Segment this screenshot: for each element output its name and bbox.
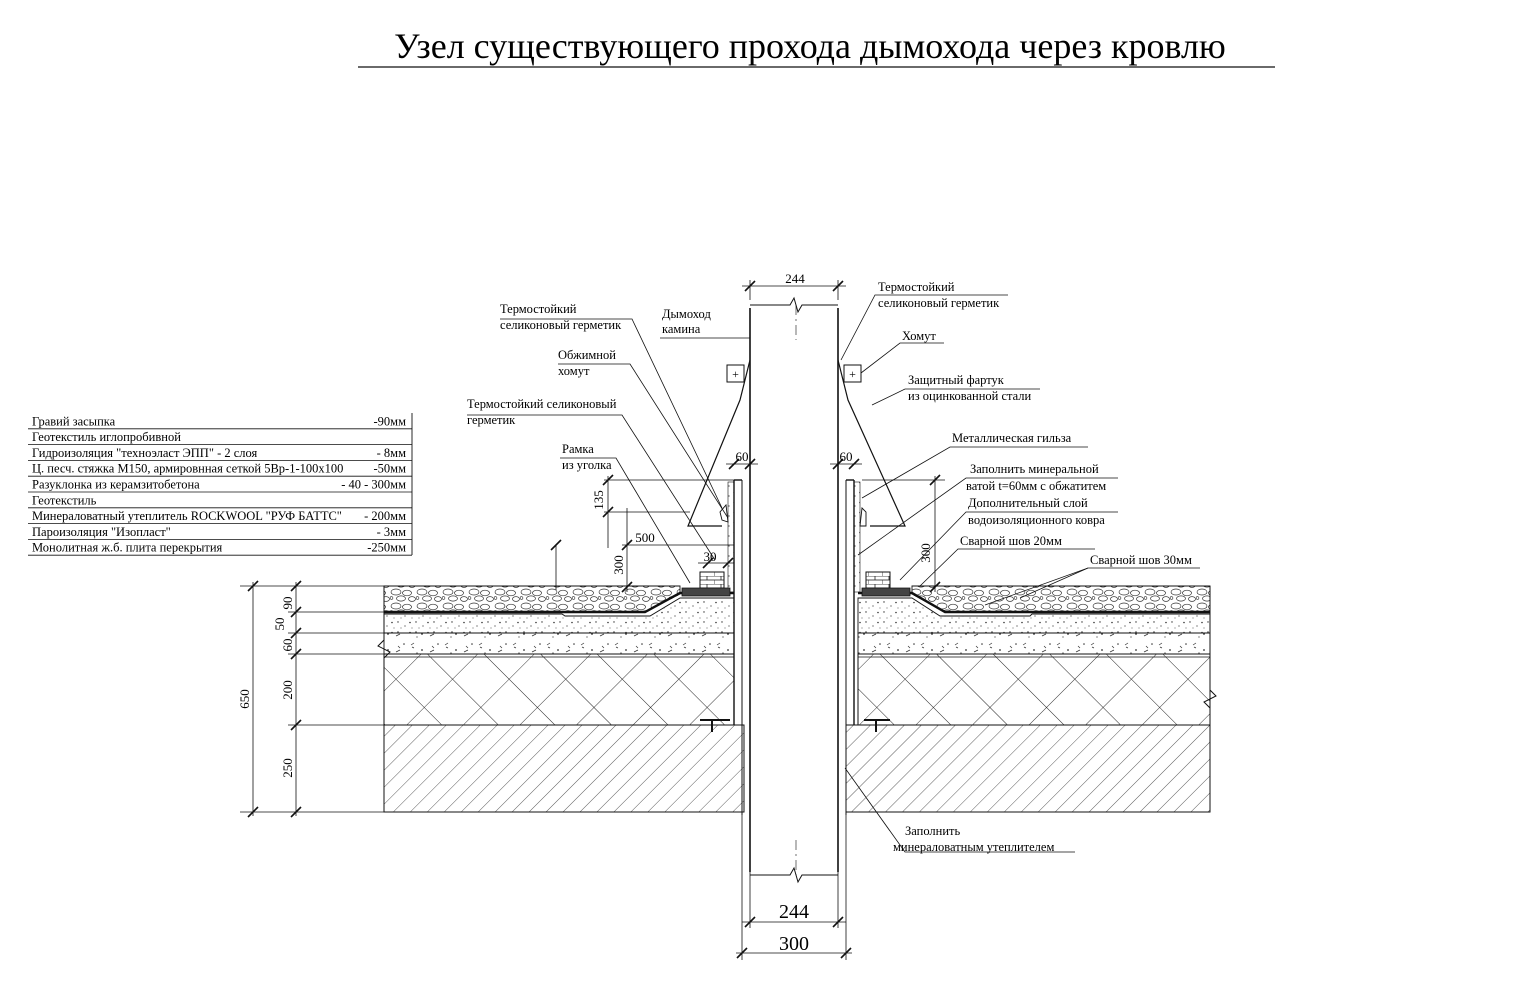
left-dimension-chain [240,580,384,818]
label-weld-30: Сварной шов 30мм [1090,553,1192,567]
dim-300-bottom: 300 [779,933,809,955]
screed-left [383,597,735,634]
angle-frame-right [861,571,911,597]
label-frame-line2: из уголка [562,458,612,472]
legend-layer-name: Гидроизоляция "техноэласт ЭПП" - 2 слоя [32,446,258,460]
label-sleeve: Металлическая гильза [952,431,1072,445]
dim-500: 500 [635,530,655,545]
legend-layer-name: Геотекстиль иглопробивной [32,430,181,444]
label-apron-line1: Защитный фартук [908,373,1005,387]
roof-section-right [845,585,1217,813]
legend-layer-name: Гравий засыпка [32,414,116,428]
legend-layer-name: Разуклонка из керамзитобетона [32,478,200,492]
dim-244-top: 244 [785,271,805,286]
label-fill-bottom-line1: Заполнить [905,824,960,838]
legend-layer-name: Ц. песч. стяжка М150, армировнная сеткой… [32,462,343,476]
label-clamp-left-line1: Обжимной [558,348,616,362]
dim-60-right: 60 [840,449,853,464]
wool-fill-left [727,481,735,593]
claydite-concrete-right [857,632,1211,655]
legend-layer-thickness: -90мм [374,414,407,428]
dim-60: 60 [280,639,295,652]
legend-layer-thickness: - 3мм [377,525,406,539]
chimney [733,296,855,884]
dim-90: 90 [280,597,295,610]
label-clamp-left-line2: хомут [558,364,590,378]
dim-30: 30 [704,549,717,564]
dim-244-bottom: 244 [779,901,809,923]
label-sealant-left2-line1: Термостойкий селиконовый [467,397,617,411]
dim-300-left: 300 [611,555,626,575]
legend-layer-thickness: - 8мм [377,446,406,460]
label-fill-top-line1: Заполнить минеральной [970,462,1099,476]
label-sealant-left-line2: селиконовый герметик [500,318,622,332]
label-weld-20: Сварной шов 20мм [960,534,1062,548]
svg-text:+: + [849,367,856,381]
legend-layer-name: Пароизоляция "Изопласт" [32,525,171,539]
label-clamp-right: Хомут [902,329,936,343]
mineral-wool-left [383,653,735,726]
chimney-dimensions [736,280,852,960]
dim-135: 135 [591,490,606,510]
legend-layer-thickness: -250мм [367,541,406,555]
label-chimney-line1: Дымоход [662,307,711,321]
concrete-slab-left [383,724,745,813]
legend-layer-name: Монолитная ж.б. плита перекрытия [32,541,223,555]
label-extra-layer-line1: Дополнительный слой [968,496,1088,510]
apron-left: + [687,359,751,527]
legend-layer-name: Минераловатный утеплитель ROCKWOOL "РУФ … [32,509,342,523]
legend-layer-thickness: - 40 - 300мм [341,478,406,492]
label-fill-bottom-line2: минераловатным утеплителем [893,840,1054,854]
callout-leaders [467,294,1200,853]
label-extra-layer-line2: водоизоляционного ковра [968,513,1105,527]
dim-300-right: 300 [918,543,933,563]
mineral-wool-right [857,653,1211,726]
legend-layer-thickness: - 200мм [364,509,406,523]
apron-right: + [837,359,906,527]
label-sealant-right-line2: селиконовый герметик [878,296,1000,310]
screed-right [857,597,1211,634]
claydite-concrete-left [383,632,735,655]
label-frame-line1: Рамка [562,442,594,456]
dim-250: 250 [280,758,295,778]
svg-text:+: + [732,367,739,381]
legend-layer-thickness: -50мм [374,462,407,476]
label-sealant-left2-line2: герметик [467,413,516,427]
label-chimney-line2: камина [662,322,701,336]
local-dimensions [550,458,945,593]
callout-labels: Термостойкий селиконовый герметик Дымохо… [467,280,1192,854]
label-sealant-left-line1: Термостойкий [500,302,577,316]
wool-fill-right [853,481,861,593]
label-apron-line2: из оцинкованной стали [908,389,1032,403]
page-title: Узел существующего прохода дымохода чере… [394,26,1226,66]
label-fill-top-line2: ватой t=60мм с обжатитем [966,479,1106,493]
support-angle-left [700,719,730,732]
roof-section-left [377,585,745,813]
gravel-right [911,585,1211,613]
dim-650-total: 650 [237,689,252,709]
dim-200: 200 [280,680,295,700]
concrete-slab-right [845,724,1211,813]
gravel-left [383,585,681,613]
legend-layer-name: Геотекстиль [32,493,97,507]
angle-frame-left [681,571,731,597]
support-angle-right [864,719,890,732]
label-sealant-right-line1: Термостойкий [878,280,955,294]
dim-50: 50 [272,618,287,631]
dim-60-left: 60 [736,449,749,464]
